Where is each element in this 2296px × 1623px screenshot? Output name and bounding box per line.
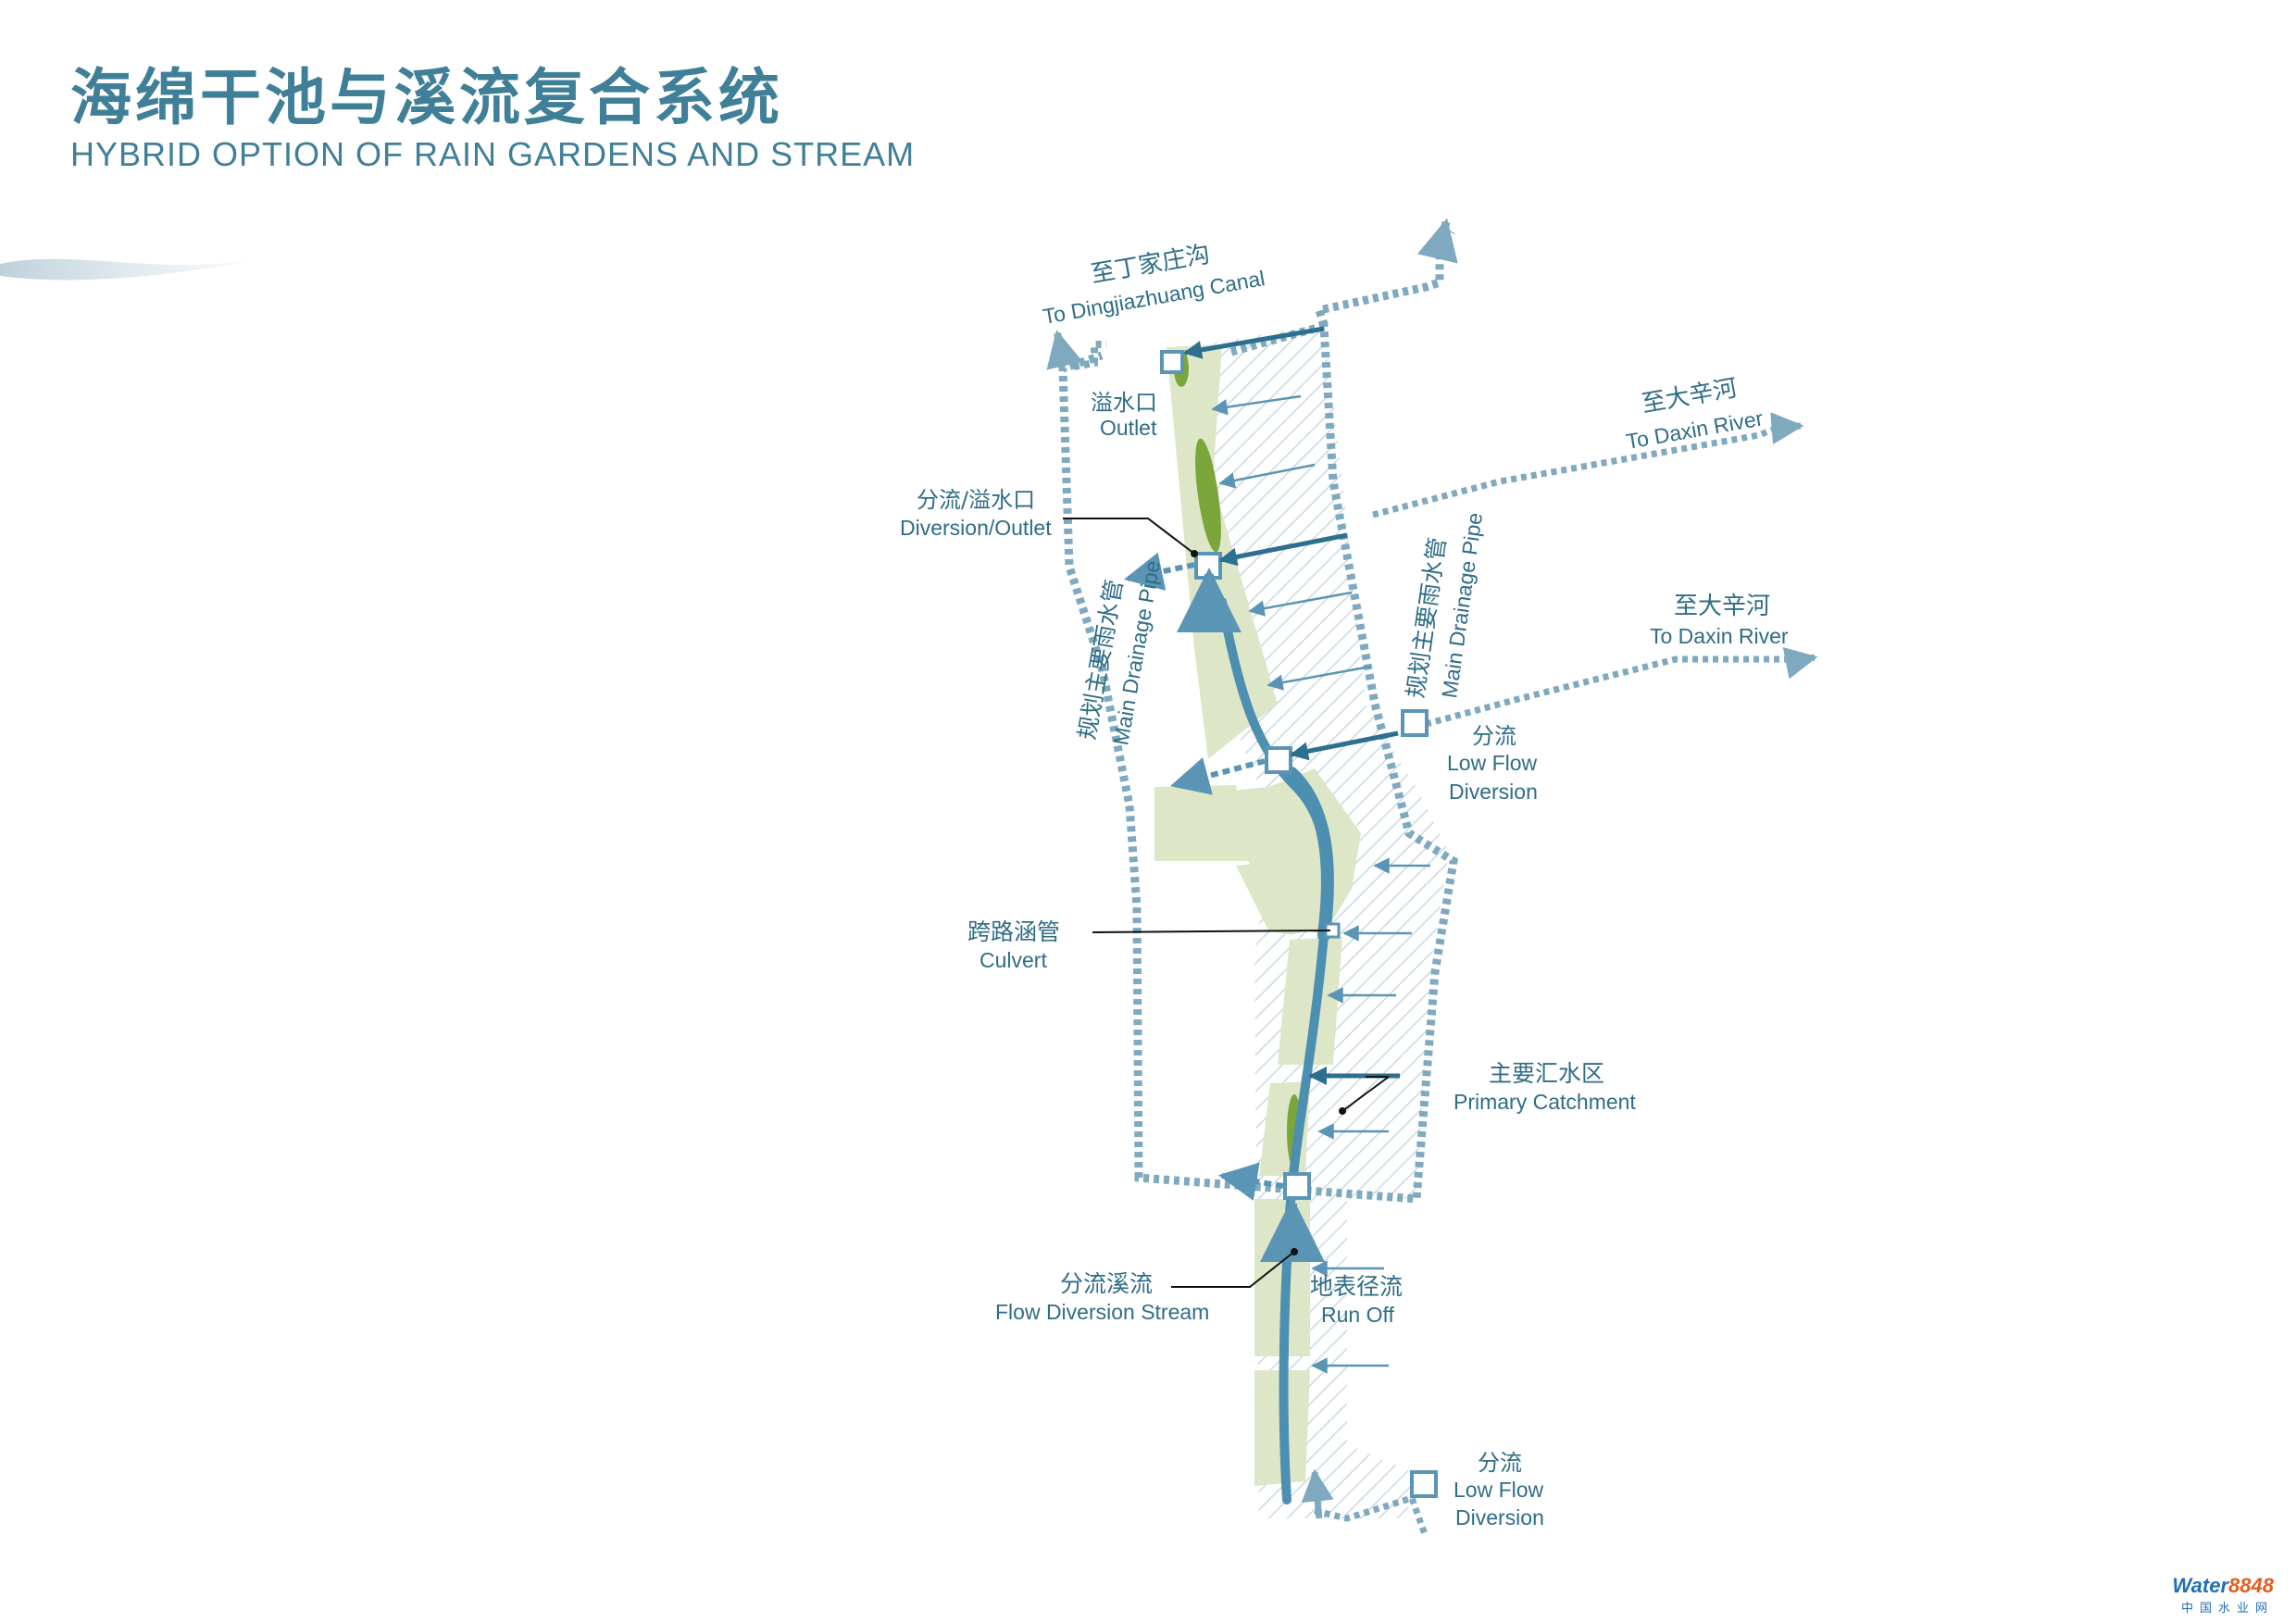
pipe-to-daxin-river	[1425, 655, 1805, 728]
inflow-arrow	[1218, 532, 1348, 567]
low-flow-diversion-box	[1265, 746, 1292, 774]
page-title: 海绵干池与溪流复合系统	[70, 62, 783, 133]
pipe-to-daxin-river	[1782, 647, 1818, 680]
main-drainage-pipe	[1058, 320, 1458, 1204]
watermark-sub: 中国水业网	[2180, 1602, 2274, 1616]
brush-stroke-decoration	[0, 257, 268, 281]
pipe-to-canal	[1314, 229, 1455, 328]
label-lowflow1-en1: Low Flow	[1447, 751, 1538, 775]
pipe-to-canal-arrow	[1073, 341, 1106, 370]
label-outlet-en: Outlet	[1100, 416, 1157, 440]
runoff-arrows	[1211, 394, 1430, 1374]
pipe-to-canal-arrow	[1046, 330, 1083, 370]
diversion-box	[1283, 1172, 1311, 1200]
label-culvert-cn: 跨路涵管	[967, 918, 1060, 945]
label-lowflow2-en2: Diversion	[1455, 1505, 1544, 1529]
inflow-arrow	[1183, 326, 1325, 359]
label-lowflow1-en2: Diversion	[1449, 780, 1538, 804]
green-park-area	[1236, 861, 1324, 935]
label-catchment-en: Primary Catchment	[1454, 1090, 1636, 1114]
low-flow-diversion-box	[1410, 1470, 1438, 1498]
outlet-box	[1160, 350, 1184, 374]
page-subtitle: HYBRID OPTION OF RAIN GARDENS AND STREAM	[70, 135, 916, 173]
label-stream-cn: 分流溪流	[1060, 1270, 1153, 1297]
flow-diversion-stream	[1285, 767, 1334, 942]
pipe-to-daxin-river	[1372, 424, 1779, 518]
green-park-area	[1154, 785, 1250, 861]
label-runoff-en: Run Off	[1321, 1303, 1394, 1327]
low-flow-diversion-box	[1401, 709, 1429, 737]
label-diversion-outlet-en: Diversion/Outlet	[900, 516, 1052, 540]
label-lowflow2-en1: Low Flow	[1454, 1478, 1544, 1502]
label-daxin2-en: To Daxin River	[1650, 624, 1789, 648]
label-lowflow2-cn: 分流	[1478, 1450, 1522, 1476]
label-culvert-en: Culvert	[980, 948, 1047, 972]
label-stream-en: Flow Diversion Stream	[995, 1300, 1209, 1324]
label-outlet-cn: 溢水口	[1091, 390, 1157, 416]
pipe-bottom-inlet	[1301, 1468, 1334, 1519]
label-runoff-cn: 地表径流	[1310, 1273, 1403, 1300]
overflow-outflow	[1169, 757, 1266, 795]
watermark-logo: Water8848 中国水业网	[2172, 1574, 2274, 1616]
watermark-brand-b: 8848	[2228, 1574, 2274, 1597]
green-park-area	[1278, 937, 1342, 1065]
pipe-to-daxin-river	[1770, 412, 1804, 444]
overflow-outflow	[1217, 1162, 1284, 1201]
label-catchment-cn: 主要汇水区	[1489, 1060, 1604, 1087]
rain-garden	[1195, 438, 1221, 553]
label-diversion-outlet-cn: 分流/溢水口	[917, 487, 1035, 513]
pipe-to-canal	[1416, 218, 1458, 264]
leader-lines	[1063, 518, 1390, 1288]
label-lowflow1-cn: 分流	[1472, 723, 1516, 749]
label-daxin2-cn: 至大辛河	[1674, 593, 1770, 620]
inflow-arrow	[1290, 730, 1399, 761]
watermark-brand-a: Water	[2172, 1574, 2229, 1597]
